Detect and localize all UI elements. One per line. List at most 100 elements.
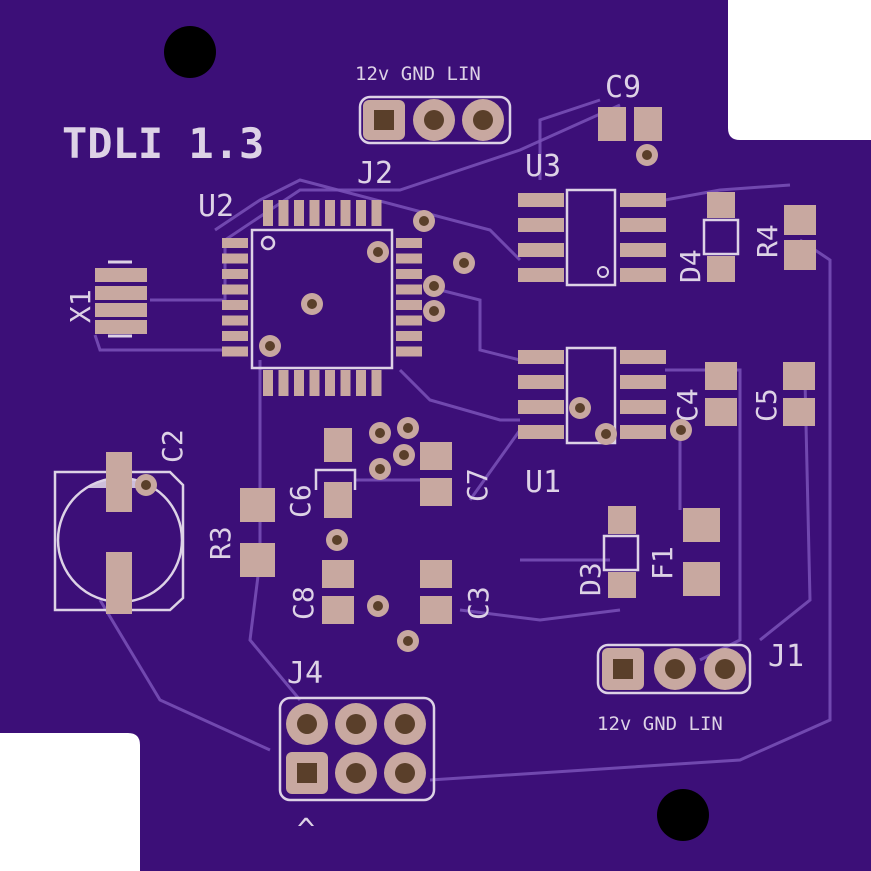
- d3-label: D3: [574, 562, 607, 596]
- connector-j4: J4 ^: [278, 656, 436, 848]
- u2-pin-pad: [340, 200, 351, 226]
- u2-pin-pad: [396, 284, 422, 295]
- j1-label: J1: [768, 639, 804, 674]
- via: [397, 417, 419, 439]
- u2-pin-pad: [396, 253, 422, 264]
- u2-pin-pad: [356, 200, 366, 226]
- u2-pin-pad: [396, 269, 422, 279]
- via: [326, 529, 348, 551]
- u2-pin-pad: [309, 200, 320, 226]
- via: [367, 595, 389, 617]
- via: [259, 335, 281, 357]
- c2-label: C2: [156, 429, 189, 463]
- resistor-r4: R4: [751, 205, 816, 270]
- capacitor-c7: C7: [420, 442, 494, 506]
- u2-pin-pad: [222, 346, 248, 357]
- via: [369, 422, 391, 444]
- u2-pin-pad: [294, 370, 304, 396]
- via: [135, 474, 157, 496]
- u2-pin-pad: [371, 370, 382, 396]
- capacitor-c9: C9: [598, 70, 662, 141]
- u2-pin-pad: [294, 200, 304, 226]
- u2-pin-pad: [263, 200, 273, 226]
- u2-pin-pad: [222, 300, 248, 310]
- capacitor-c3: C3: [420, 560, 495, 624]
- via: [367, 241, 389, 263]
- u2-pin-pad: [396, 346, 422, 357]
- ic-u3: U3: [518, 149, 666, 287]
- r3-label: R3: [204, 526, 237, 560]
- via: [423, 275, 445, 297]
- c3-label: C3: [462, 586, 495, 620]
- u2-pin-pad: [222, 238, 248, 248]
- connector-j1: J1 12v GND LIN: [596, 639, 804, 735]
- traces: [93, 98, 832, 782]
- x1-label: X1: [64, 289, 97, 323]
- u2-pin-pad: [396, 331, 422, 341]
- u2-pin-pad: [222, 284, 248, 295]
- u2-pin-pad: [309, 370, 320, 396]
- mounting-hole-top: [164, 26, 216, 78]
- u2-pin-pad: [396, 315, 422, 326]
- via: [397, 630, 419, 652]
- u2-pin-pad: [325, 200, 335, 226]
- u2-pin-pad: [340, 370, 351, 396]
- c8-label: C8: [287, 586, 320, 620]
- via: [453, 252, 475, 274]
- via: [413, 210, 435, 232]
- capacitor-c8: C8: [287, 560, 354, 624]
- via: [595, 423, 617, 445]
- u2-pin-pad: [222, 253, 248, 264]
- u2-pin-pad: [371, 200, 382, 226]
- u2-pin-pad: [396, 300, 422, 310]
- board-title: TDLI 1.3: [62, 119, 264, 168]
- c5-label: C5: [750, 388, 783, 422]
- u2-pin-pad: [222, 331, 248, 341]
- c4-label: C4: [671, 388, 704, 422]
- j4-pin1-marker: ^: [297, 813, 315, 848]
- vias: [135, 144, 692, 652]
- ic-u2: U2: [198, 189, 422, 396]
- u2-pin-pad: [222, 315, 248, 326]
- r4-label: R4: [751, 224, 784, 258]
- resistor-r3: R3: [204, 488, 275, 577]
- j2-label: J2: [357, 156, 393, 191]
- via: [393, 444, 415, 466]
- j2-pin-labels: 12v GND LIN: [355, 63, 481, 85]
- crystal-x1: X1: [64, 260, 147, 338]
- mounting-hole-bottom: [657, 789, 709, 841]
- u2-pin-pad: [263, 370, 273, 396]
- ic-u1: U1: [518, 346, 666, 500]
- capacitor-c6: C6: [284, 428, 357, 518]
- u2-pin-pad: [396, 238, 422, 248]
- u2-label: U2: [198, 189, 234, 224]
- u2-pin-pad: [356, 370, 366, 396]
- u2-pin-pad: [278, 370, 289, 396]
- u2-pin-pad: [278, 200, 289, 226]
- via: [301, 293, 323, 315]
- c9-label: C9: [605, 70, 641, 105]
- diode-d4: D4: [674, 192, 740, 283]
- j1-pin-labels: 12v GND LIN: [597, 713, 723, 735]
- via: [636, 144, 658, 166]
- via: [423, 300, 445, 322]
- connector-j2: 12v GND LIN J2: [355, 63, 512, 191]
- capacitor-c5: C5: [750, 362, 815, 426]
- diode-d3: D3: [574, 506, 640, 598]
- via: [569, 397, 591, 419]
- c7-label: C7: [461, 468, 494, 502]
- j4-label: J4: [287, 656, 323, 691]
- c6-label: C6: [284, 484, 317, 518]
- u3-label: U3: [525, 149, 561, 184]
- d4-label: D4: [674, 249, 707, 283]
- via: [670, 419, 692, 441]
- f1-label: F1: [646, 546, 679, 580]
- u2-pin-pad: [222, 269, 248, 279]
- u2-pin-pad: [325, 370, 335, 396]
- u1-label: U1: [525, 465, 561, 500]
- via: [369, 458, 391, 480]
- fuse-f1: F1: [646, 508, 720, 596]
- capacitor-c4: C4: [671, 362, 737, 426]
